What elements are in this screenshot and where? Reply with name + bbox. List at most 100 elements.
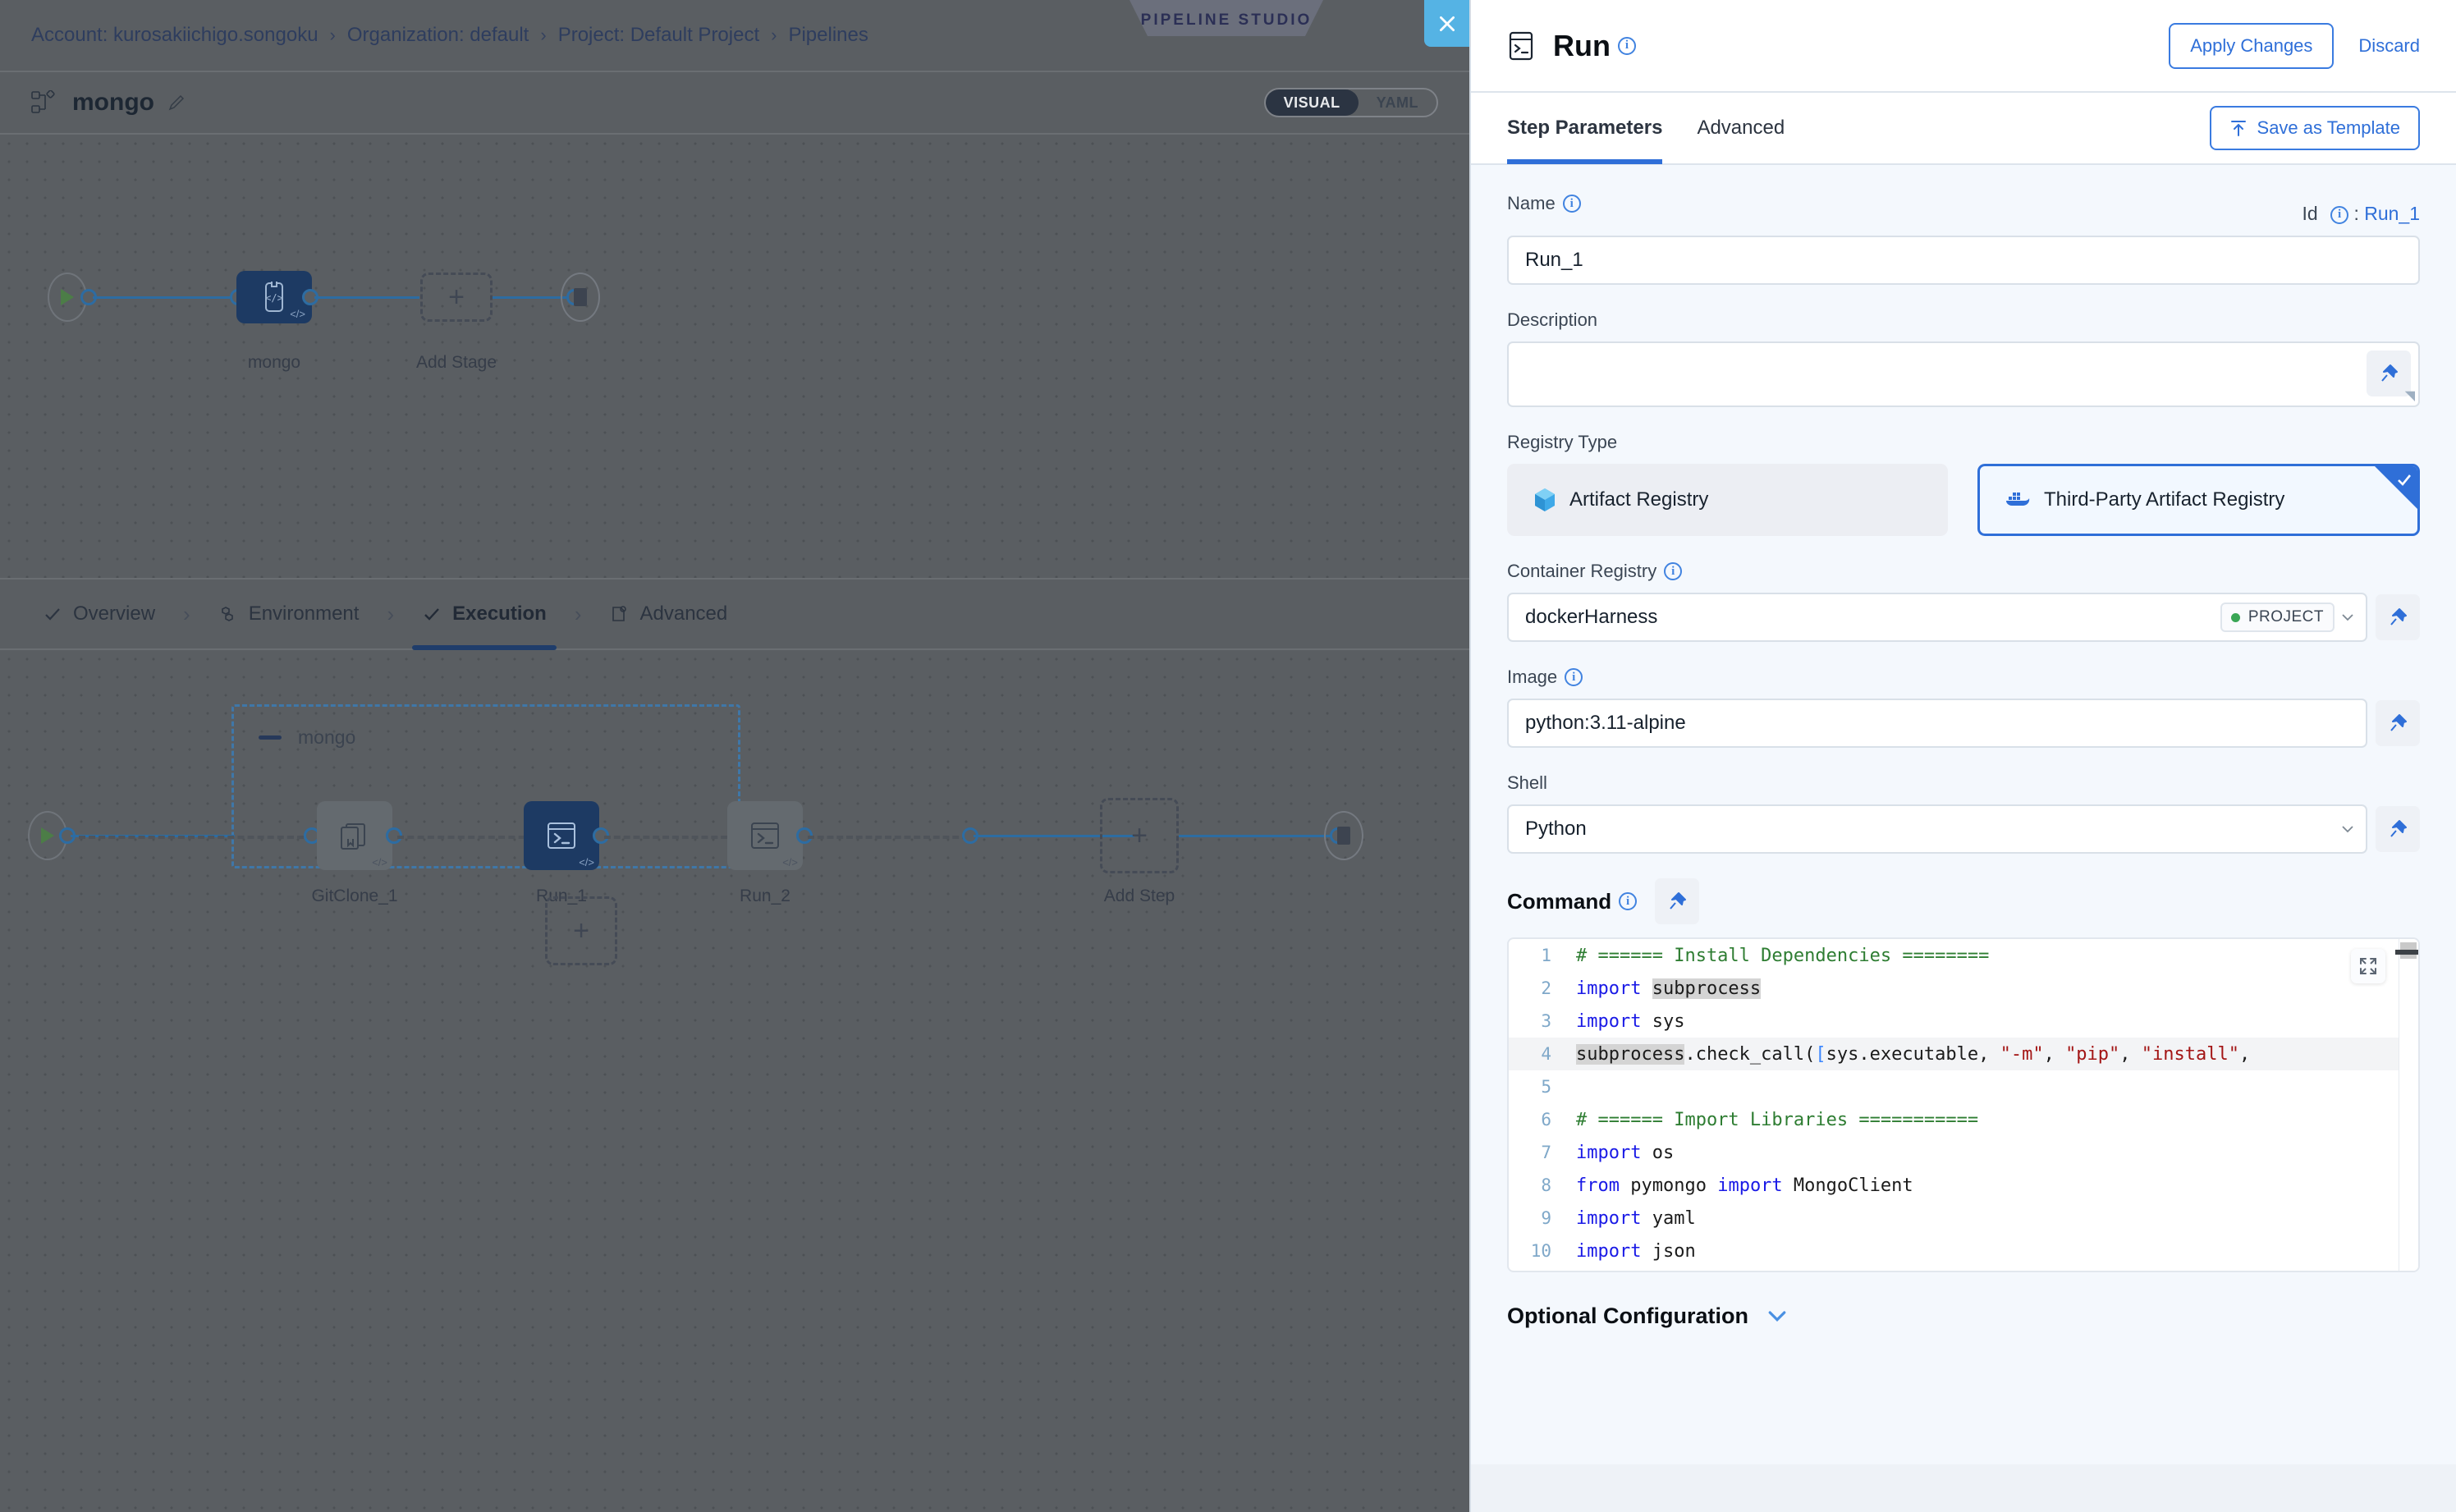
view-mode-toggle[interactable]: VISUAL YAML — [1263, 88, 1438, 117]
pipeline-end-node[interactable] — [561, 273, 600, 322]
tab-separator: › — [574, 601, 582, 626]
check-icon — [45, 608, 60, 621]
line-number: 2 — [1541, 978, 1551, 998]
resize-grip-icon[interactable]: ◥ — [2404, 389, 2415, 403]
container-registry-select[interactable]: dockerHarness PROJECT — [1507, 593, 2367, 642]
command-label: Command i — [1507, 889, 1638, 914]
minus-icon[interactable] — [259, 735, 282, 740]
tab-step-parameters[interactable]: Step Parameters — [1507, 92, 1663, 164]
tab-advanced[interactable]: Advanced — [1697, 117, 1785, 139]
container-registry-group: Container Registry i dockerHarness PROJE… — [1507, 561, 2420, 642]
close-panel-button[interactable] — [1424, 0, 1469, 47]
step-node-run-1[interactable]: </> — [524, 801, 599, 870]
registry-option-artifact-registry[interactable]: Artifact Registry — [1507, 464, 1948, 536]
description-label: Description — [1507, 309, 1598, 330]
container-registry-pin-button[interactable] — [2376, 594, 2420, 640]
breadcrumb-organization[interactable]: Organization: default — [346, 24, 529, 46]
stage-node-mongo[interactable]: </> </> — [238, 273, 310, 322]
breadcrumb-pipelines[interactable]: Pipelines — [788, 24, 868, 46]
code-text: subprocess.check_call([sys.executable, "… — [1576, 1043, 2251, 1065]
step-node-gitclone-1[interactable]: </> — [317, 801, 392, 870]
pin-icon — [1670, 892, 1687, 909]
info-icon[interactable]: i — [1617, 36, 1636, 55]
command-pin-button[interactable] — [1655, 878, 1700, 924]
info-icon[interactable]: i — [1664, 562, 1683, 580]
status-dot — [2230, 612, 2240, 622]
chevron-down-icon[interactable] — [2339, 609, 2356, 625]
image-input[interactable]: python:3.11-alpine — [1507, 699, 2367, 748]
breadcrumb-project[interactable]: Project: Default Project — [557, 24, 760, 46]
step-group-header[interactable]: mongo — [259, 726, 355, 749]
code-text: # ====== Import Libraries =========== — [1576, 1109, 1979, 1130]
add-step-below-button[interactable]: + — [545, 896, 617, 965]
code-line[interactable]: 5 — [1509, 1070, 2418, 1103]
chevron-down-icon[interactable] — [1765, 1304, 1789, 1329]
registry-option-third-party-artifact-registry[interactable]: Third-Party Artifact Registry — [1977, 464, 2420, 536]
toggle-yaml[interactable]: YAML — [1376, 94, 1418, 111]
optional-configuration-label: Optional Configuration — [1507, 1304, 1748, 1328]
discard-button[interactable]: Discard — [2358, 34, 2420, 56]
docker-icon — [2006, 493, 2030, 506]
step-code-badge: </> — [579, 856, 594, 868]
registry-type-group: Registry Type Artifact Registry — [1507, 432, 2420, 536]
scope-badge: PROJECT — [2220, 603, 2335, 632]
tab-advanced[interactable]: Advanced — [609, 578, 727, 650]
line-number: 6 — [1541, 1110, 1551, 1129]
expand-editor-button[interactable] — [2351, 949, 2385, 983]
step-node-run-2[interactable]: </> — [727, 801, 803, 870]
tab-execution[interactable]: Execution — [412, 578, 557, 650]
pencil-icon[interactable] — [167, 94, 186, 112]
code-lines[interactable]: 1# ====== Install Dependencies ========2… — [1509, 939, 2418, 1267]
scrollbar-marker — [2395, 950, 2418, 955]
pin-icon — [2390, 714, 2407, 731]
breadcrumb-account[interactable]: Account: kurosakiichigo.songoku — [31, 24, 318, 46]
shell-label: Shell — [1507, 772, 1547, 793]
image-pin-button[interactable] — [2376, 700, 2420, 746]
description-textarea[interactable]: ◥ — [1507, 341, 2420, 407]
save-as-template-button[interactable]: Save as Template — [2209, 106, 2420, 150]
chevron-down-icon[interactable] — [2339, 821, 2356, 837]
stage-code-badge: </> — [290, 308, 305, 320]
add-stage-label: Add Stage — [415, 353, 497, 372]
code-brackets-icon: </> — [265, 282, 283, 312]
breadcrumb: Account: kurosakiichigo.songoku › Organi… — [0, 0, 1469, 72]
optional-configuration-toggle[interactable]: Optional Configuration — [1507, 1304, 2420, 1329]
registry-type-label: Registry Type — [1507, 432, 1618, 452]
info-icon[interactable]: i — [1562, 195, 1581, 213]
add-stage-button[interactable]: + — [420, 273, 493, 322]
code-line[interactable]: 1# ====== Install Dependencies ======== — [1509, 939, 2418, 972]
tab-label: Execution — [452, 603, 547, 625]
check-icon — [424, 608, 439, 621]
upload-template-icon — [2230, 121, 2246, 136]
tab-label: Overview — [73, 603, 156, 625]
execution-canvas: mongo </> — [0, 650, 1469, 1512]
execution-end-node[interactable] — [1324, 811, 1363, 860]
add-step-button[interactable]: + — [1100, 798, 1179, 873]
tab-environment[interactable]: Environment — [218, 578, 359, 650]
shell-select[interactable]: Python — [1507, 804, 2367, 854]
stage-canvas: </> </> + mongo Add Stage — [0, 135, 1469, 578]
command-code-editor[interactable]: 1# ====== Install Dependencies ========2… — [1507, 937, 2420, 1272]
tab-overview[interactable]: Overview — [43, 578, 155, 650]
apply-changes-button[interactable]: Apply Changes — [2169, 22, 2335, 69]
description-pin-button[interactable] — [2367, 351, 2411, 396]
shell-pin-button[interactable] — [2376, 806, 2420, 852]
editor-scrollbar[interactable] — [2395, 939, 2418, 1271]
registry-option-label: Third-Party Artifact Registry — [2044, 488, 2285, 511]
name-input[interactable]: Run_1 — [1507, 236, 2420, 285]
code-line[interactable]: 6 # ====== Import Libraries =========== — [1509, 1103, 2418, 1136]
info-icon[interactable]: i — [1619, 892, 1638, 910]
info-icon[interactable]: i — [2330, 205, 2349, 224]
step-group-mongo[interactable]: mongo — [231, 704, 740, 868]
toggle-visual[interactable]: VISUAL — [1265, 89, 1359, 116]
close-icon — [1440, 16, 1455, 31]
info-icon[interactable]: i — [1565, 668, 1583, 686]
image-group: Image i python:3.11-alpine — [1507, 667, 2420, 748]
